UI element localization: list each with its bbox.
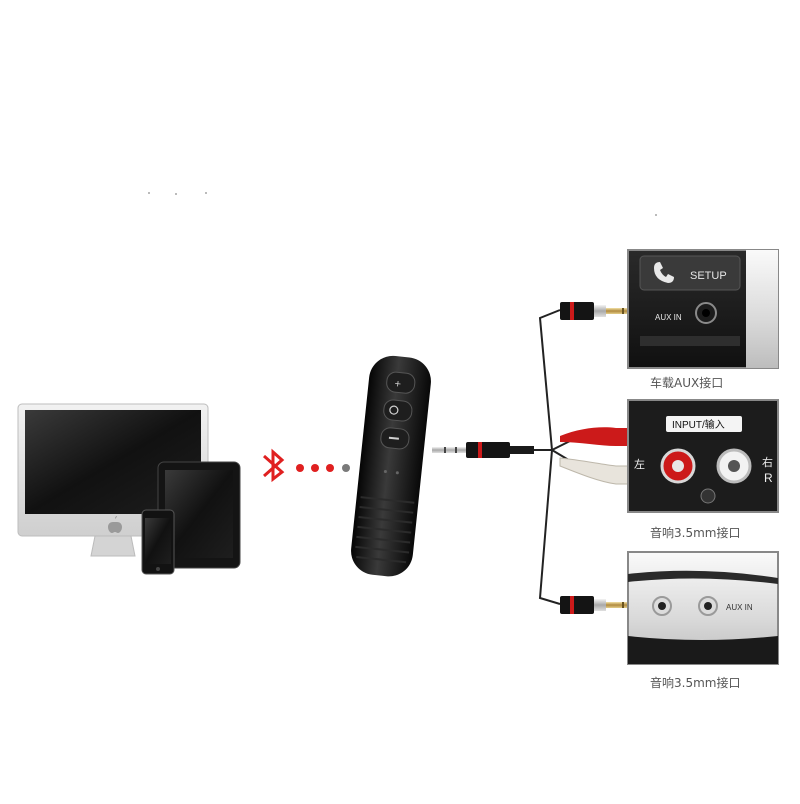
link-dot [296,464,304,472]
link-dot [326,464,334,472]
speaker-panel-caption: 音响3.5mm接口 [650,526,741,540]
monitor-stand [90,535,136,557]
wireless-link [263,448,350,483]
bluetooth-receiver: + [351,355,431,577]
cable-lines [534,309,573,605]
plus-icon: + [394,378,402,391]
link-dot [342,464,350,472]
phone-screen [145,518,171,564]
car-panel: SETUP AUX IN [627,249,779,369]
device-group [17,403,241,575]
player-aux-label: AUX IN [726,603,753,612]
left-channel-label: 左 [634,458,645,471]
speck [205,192,207,194]
right-channel-letter: R [764,471,773,485]
link-dot [311,464,319,472]
car-aux-label: AUX IN [655,313,682,322]
phone-home-button [156,567,160,571]
speck [655,214,657,216]
player-panel: AUX IN [627,551,779,665]
main-plug [432,442,534,458]
grip-ridges [355,496,415,564]
mic-hole [383,470,387,474]
bluetooth-icon [263,448,285,483]
apple-logo-icon [108,516,122,533]
input-label: INPUT/输入 [672,418,725,431]
right-channel-label: 右 [762,455,773,469]
speck [175,193,177,195]
minus-icon [388,436,399,440]
led-hole [395,471,399,475]
speaker-panel: INPUT/输入 左 右 R [627,399,779,513]
play-pause-icon [389,405,399,415]
screw [700,488,716,504]
phone-icon [654,262,674,283]
next-button[interactable] [386,371,416,394]
speck [148,192,150,194]
tablet-screen [165,470,233,558]
setup-button-label: SETUP [690,270,727,282]
player-panel-caption: 音响3.5mm接口 [650,676,741,690]
car-panel-caption: 车载AUX接口 [650,376,724,390]
